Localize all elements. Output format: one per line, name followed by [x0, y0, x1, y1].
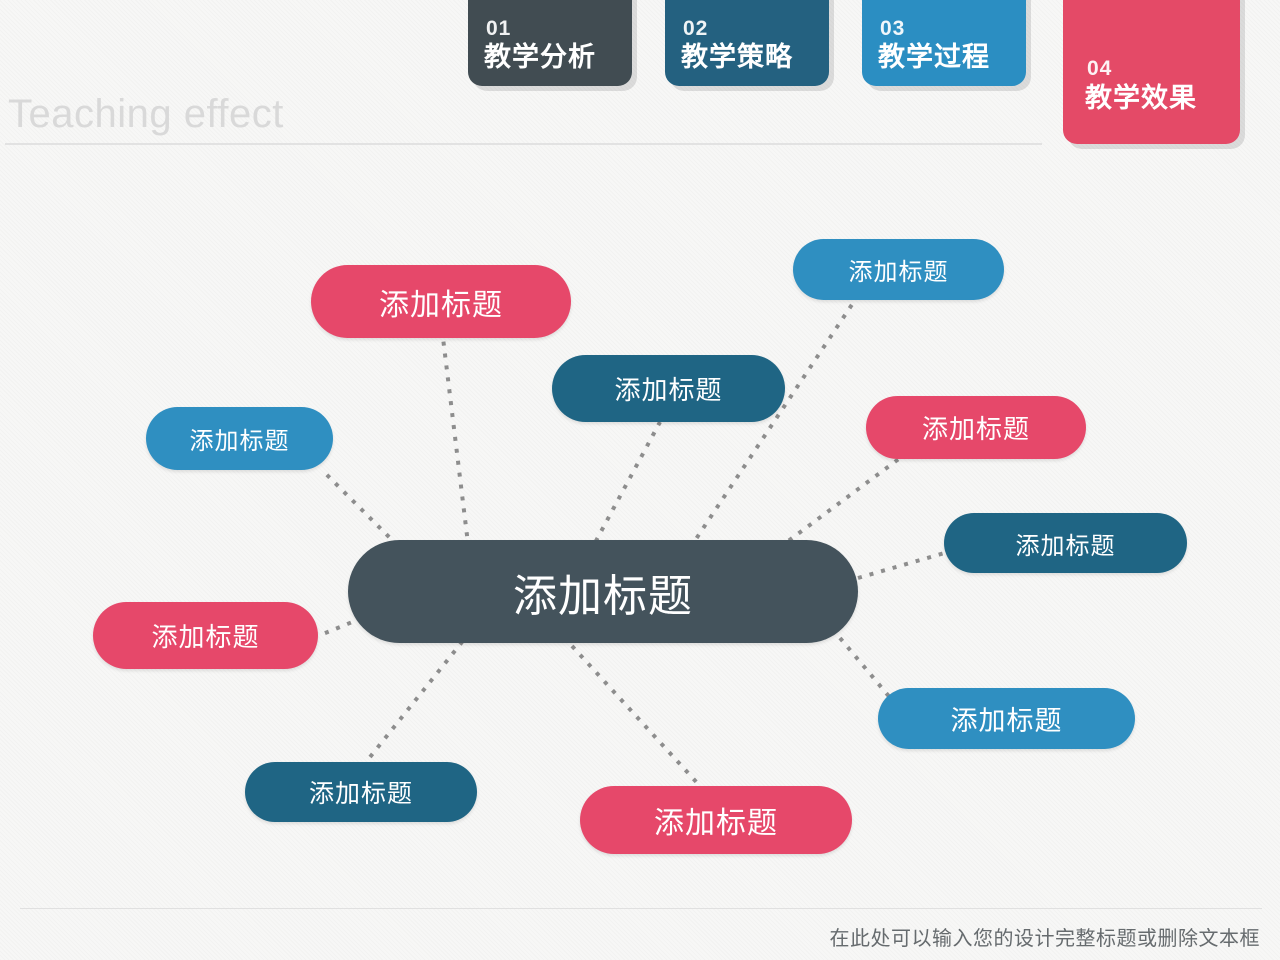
connector-line [758, 456, 902, 564]
tab-teaching-effect-active[interactable]: 04 教学效果 [1063, 0, 1240, 144]
mindmap-branch-node[interactable]: 添加标题 [93, 602, 318, 669]
mindmap-branch-node[interactable]: 添加标题 [311, 265, 571, 338]
connector-line [838, 636, 894, 702]
node-label: 添加标题 [848, 259, 949, 286]
mindmap-branch-node[interactable]: 添加标题 [245, 762, 477, 822]
mindmap-branch-node[interactable]: 添加标题 [793, 239, 1004, 300]
connector-line [441, 337, 472, 561]
connector-line [588, 421, 662, 553]
section-tab-strip: 01 教学分析 02 教学策略 03 教学过程 04 教学效果 [0, 0, 1280, 150]
tab-label: 教学分析 [484, 42, 596, 72]
connector-line [688, 298, 857, 550]
node-label: 添加标题 [1015, 532, 1116, 560]
node-label: 添加标题 [614, 375, 723, 405]
tab-teaching-analysis[interactable]: 01 教学分析 [468, 0, 632, 86]
node-label: 添加标题 [654, 807, 778, 840]
connector-line [857, 550, 949, 580]
node-label: 添加标题 [950, 706, 1063, 736]
mindmap-branch-node[interactable]: 添加标题 [878, 688, 1135, 749]
tab-number: 01 [486, 17, 512, 40]
node-label: 添加标题 [379, 288, 503, 322]
mindmap-branch-node[interactable]: 添加标题 [944, 513, 1187, 573]
title-divider [5, 143, 1042, 145]
tab-number: 04 [1087, 57, 1113, 80]
footer-divider [20, 908, 1262, 909]
tab-label: 教学策略 [681, 42, 793, 72]
node-label: 添加标题 [151, 622, 260, 652]
tab-teaching-strategy[interactable]: 02 教学策略 [665, 0, 829, 86]
tab-label: 教学过程 [878, 42, 990, 72]
mindmap-branch-node[interactable]: 添加标题 [866, 396, 1086, 459]
node-label: 添加标题 [308, 780, 413, 808]
node-label: 添加标题 [189, 428, 290, 455]
mindmap-center-node[interactable]: 添加标题 [348, 540, 858, 643]
page-title: Teaching effect [8, 92, 284, 136]
mindmap-branch-node[interactable]: 添加标题 [552, 355, 785, 422]
footer-note: 在此处可以输入您的设计完整标题或删除文本框 [829, 928, 1260, 950]
node-label: 添加标题 [513, 571, 693, 621]
mindmap-branch-node[interactable]: 添加标题 [580, 786, 852, 854]
tab-number: 03 [880, 17, 906, 40]
node-label: 添加标题 [921, 414, 1030, 444]
connector-line [317, 616, 363, 638]
tab-number: 02 [683, 17, 709, 40]
mindmap-branch-node[interactable]: 添加标题 [146, 407, 333, 470]
connector-line [364, 630, 472, 764]
tab-teaching-process[interactable]: 03 教学过程 [862, 0, 1026, 86]
tab-label: 教学效果 [1085, 83, 1197, 113]
connector-line [570, 644, 702, 788]
